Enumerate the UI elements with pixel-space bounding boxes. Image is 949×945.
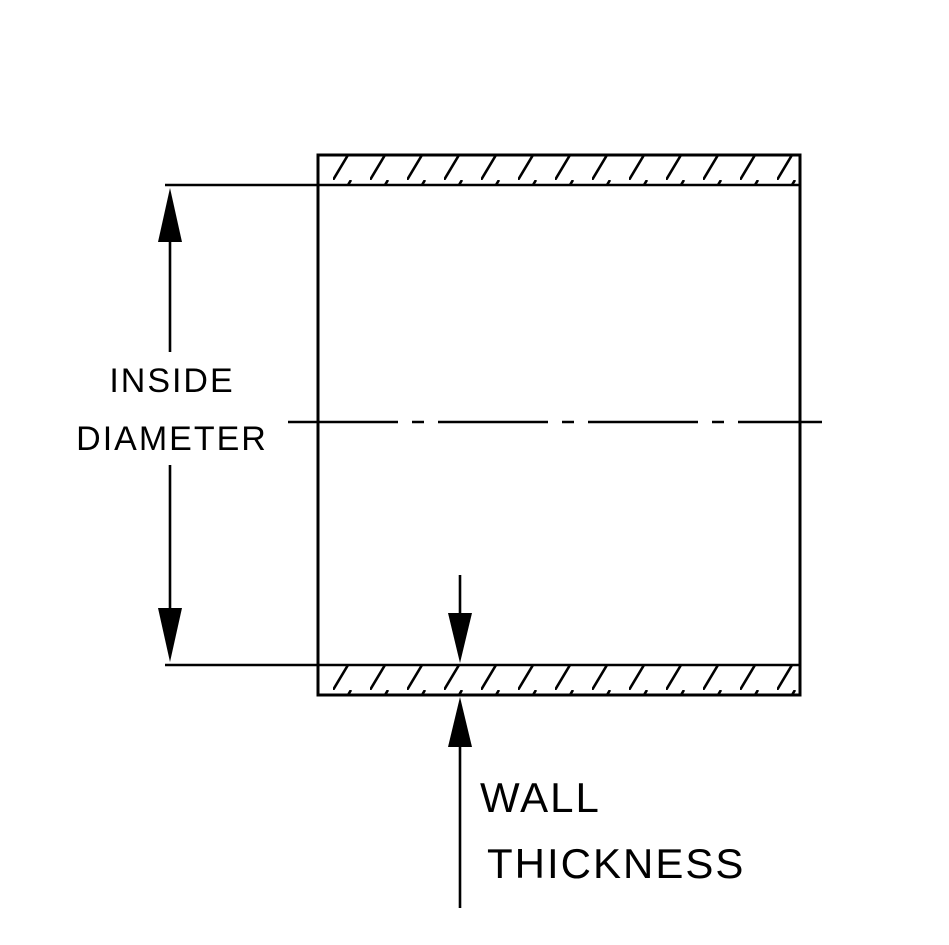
bottom-wall-hatch (318, 665, 800, 695)
arrow-down-icon (448, 613, 472, 663)
inside-diameter-label-line2: DIAMETER (76, 420, 268, 458)
arrow-up-icon (448, 697, 472, 747)
wall-thickness-label-line2: THICKNESS (487, 840, 745, 887)
wall-thickness-dimension (448, 575, 472, 908)
arrow-up-icon (158, 188, 182, 242)
arrow-down-icon (158, 608, 182, 662)
inside-diameter-dimension (158, 188, 182, 662)
wall-thickness-label-line1: WALL (480, 774, 601, 821)
inside-diameter-label-line1: INSIDE (109, 362, 234, 400)
tube-outline (316, 153, 802, 697)
top-wall-hatch (318, 155, 800, 185)
